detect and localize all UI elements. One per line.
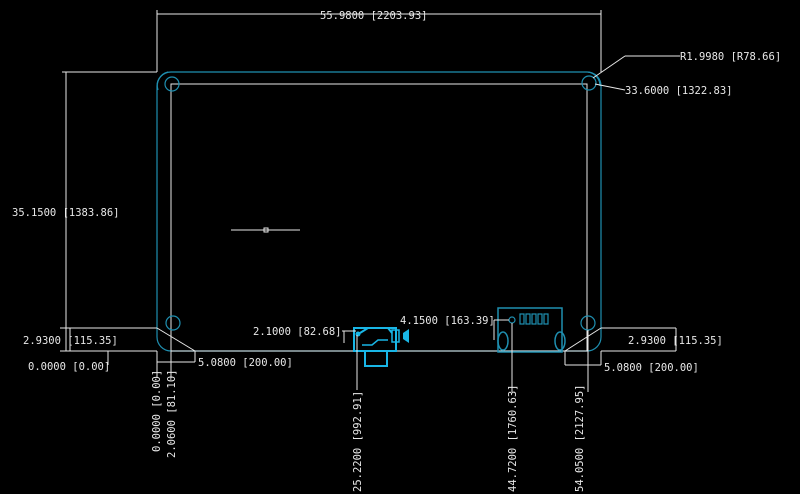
dim-height: 35.1500 [1383.86] bbox=[12, 207, 119, 219]
dimension-lines bbox=[60, 10, 680, 392]
connector-a-side bbox=[391, 329, 400, 343]
connector-b-pad-left bbox=[497, 331, 509, 351]
connector-a-pin bbox=[355, 331, 361, 337]
dim-x-hole-left: 2.0600 [81.10] bbox=[166, 369, 178, 458]
dim-hole-offset-left: 5.0800 [200.00] bbox=[198, 357, 293, 369]
connector-b-mark bbox=[508, 316, 516, 324]
dim-inner-right: 33.6000 [1322.83] bbox=[625, 85, 732, 97]
dimension-labels: 55.9800 [2203.93] R1.9980 [R78.66] 33.60… bbox=[12, 10, 781, 492]
center-marker bbox=[231, 227, 300, 233]
hole-top-right bbox=[581, 75, 597, 91]
connector-b bbox=[497, 307, 566, 353]
dim-corner-radius: R1.9980 [R78.66] bbox=[680, 51, 781, 63]
dim-hole-offset-right: 5.0800 [200.00] bbox=[604, 362, 699, 374]
dim-hole-y-right: 2.9300 [115.35] bbox=[628, 335, 723, 347]
dim-overall-width: 55.9800 [2203.93] bbox=[320, 10, 427, 22]
dim-hole-y-left: 2.9300 [115.35] bbox=[23, 335, 118, 347]
hole-bottom-left bbox=[165, 315, 181, 331]
connector-a-switch bbox=[362, 339, 388, 346]
connector-a-top bbox=[359, 327, 393, 334]
connector-a bbox=[353, 327, 409, 367]
hole-bottom-right bbox=[580, 315, 596, 331]
dim-conn-b-height: 4.1500 [163.39] bbox=[400, 315, 495, 327]
mounting-holes bbox=[156, 71, 601, 331]
dim-x-origin: 0.0000 [0.00] bbox=[151, 370, 163, 452]
hole-top-left bbox=[164, 76, 180, 92]
connector-a-arrow bbox=[403, 329, 409, 343]
dim-x-hole-right: 54.0500 [2127.95] bbox=[574, 385, 586, 492]
connector-b-pad-right bbox=[554, 331, 566, 351]
dim-x-conn-b: 44.7200 [1760.63] bbox=[507, 385, 519, 492]
corner-arc-tl bbox=[156, 71, 169, 91]
pcb-outline bbox=[156, 71, 602, 352]
connector-a-tab bbox=[364, 350, 388, 367]
inner-outline bbox=[170, 83, 588, 352]
connector-b-pins bbox=[519, 313, 549, 325]
board-edge bbox=[156, 71, 602, 352]
dim-conn-a-height: 2.1000 [82.68] bbox=[253, 326, 342, 338]
dim-x-conn-a: 25.2200 [992.91] bbox=[352, 391, 364, 492]
dim-origin-y: 0.0000 [0.00] bbox=[28, 361, 110, 373]
